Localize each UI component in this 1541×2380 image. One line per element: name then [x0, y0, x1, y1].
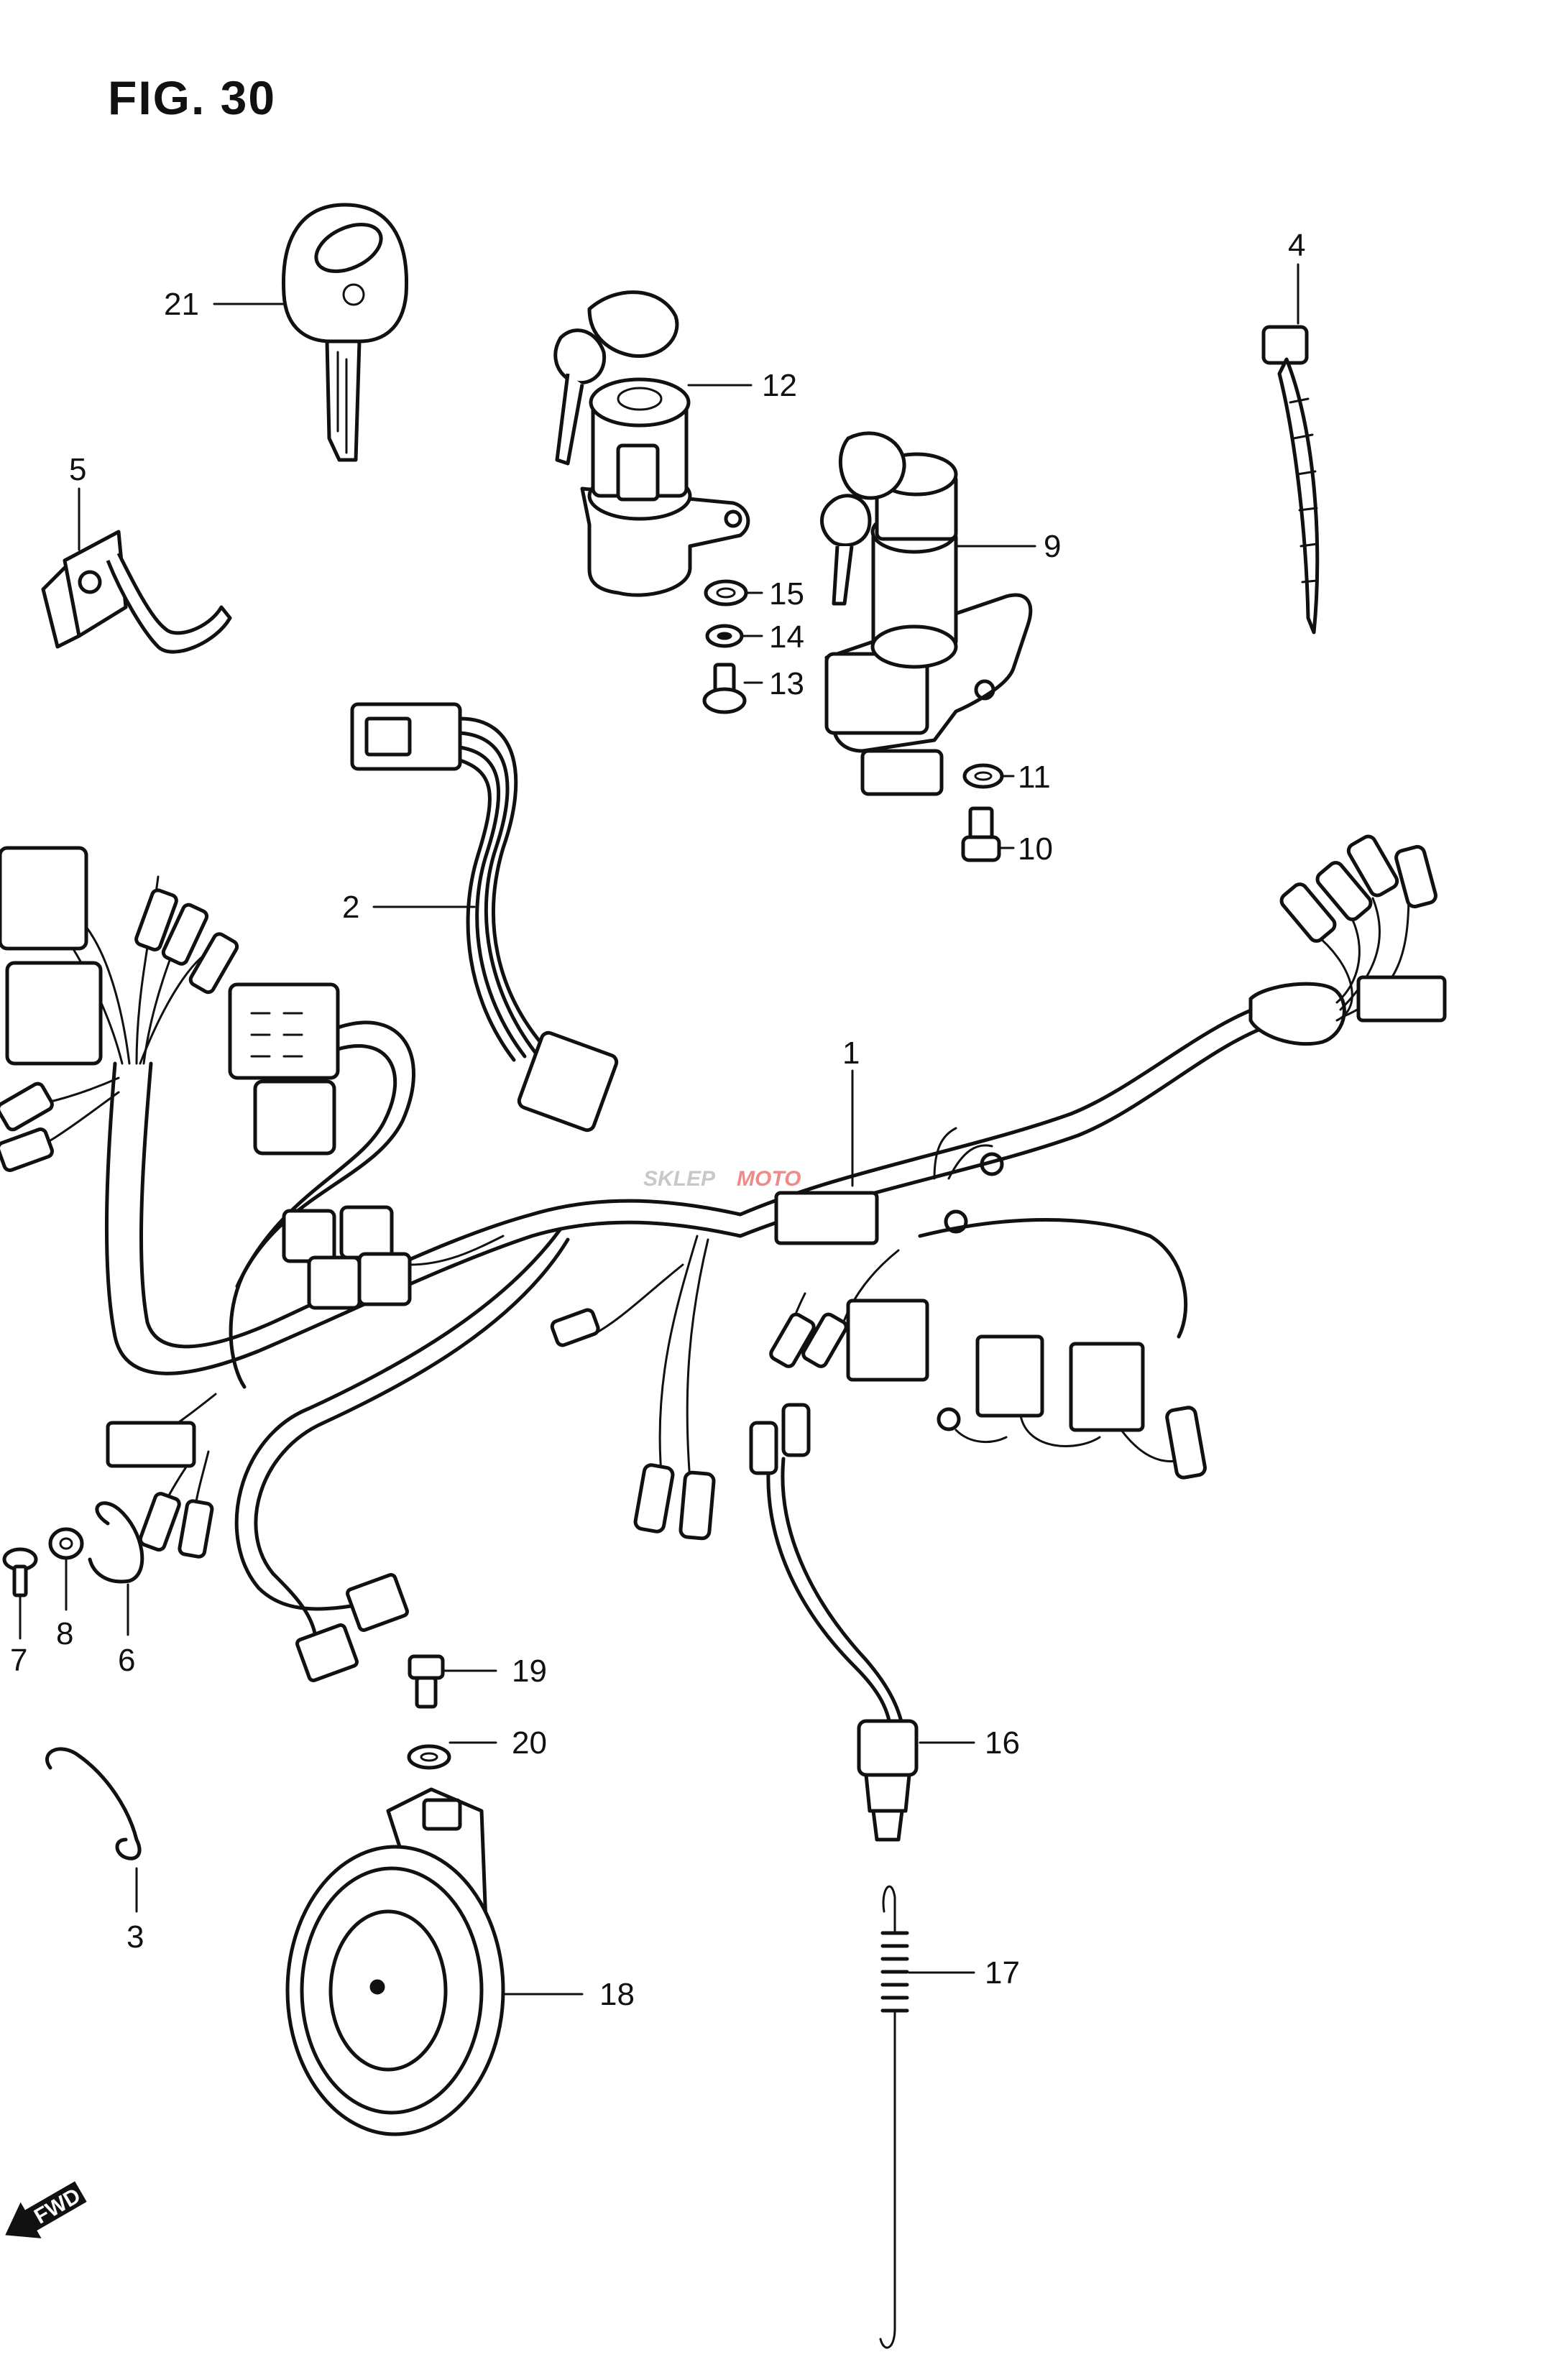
part-12-ignition-switch [553, 290, 750, 597]
callout-11: 11 [1018, 760, 1051, 795]
part-4-cable-tie [1261, 325, 1320, 635]
part-2-sub-harness [350, 702, 619, 1133]
part-15-washer [704, 579, 748, 606]
part-17-spring [879, 1885, 909, 2349]
watermark-brand-b: MOTO [737, 1167, 801, 1191]
callout-6: 6 [118, 1643, 135, 1678]
part-7-screw [2, 1547, 38, 1597]
callouts: 1 2 3 4 5 6 7 8 9 10 [10, 228, 1305, 2012]
callout-2: 2 [342, 890, 359, 925]
part-14-washer [705, 624, 744, 648]
part-20-washer [407, 1744, 451, 1770]
part-19-bolt [408, 1654, 445, 1709]
callout-8: 8 [56, 1616, 73, 1651]
watermark: SKLEP MOTO [643, 1167, 801, 1191]
watermark-brand-a: SKLEP [643, 1167, 716, 1191]
part-5-clamp [41, 530, 232, 654]
callout-9: 9 [1044, 529, 1061, 564]
part-18-horn [285, 1787, 505, 2136]
part-10-bolt [961, 806, 1001, 862]
part-21-key [281, 203, 409, 462]
figure-title: FIG. 30 [108, 71, 277, 124]
callout-5: 5 [69, 452, 86, 487]
callout-21: 21 [164, 287, 199, 322]
callout-4: 4 [1288, 228, 1305, 263]
fwd-label: FWD [30, 2184, 85, 2229]
part-1-wiring-harness [0, 834, 1447, 1682]
part-13-screw [702, 663, 747, 714]
part-3-clip [45, 1747, 142, 1860]
callout-7: 7 [10, 1643, 27, 1678]
callout-18: 18 [599, 1977, 635, 2012]
callout-1: 1 [842, 1036, 860, 1071]
callout-15: 15 [769, 576, 804, 612]
callout-19: 19 [512, 1653, 547, 1689]
callout-20: 20 [512, 1725, 547, 1761]
callout-14: 14 [769, 619, 804, 655]
callout-13: 13 [769, 666, 804, 701]
callout-3: 3 [126, 1919, 144, 1955]
part-11-washer [962, 763, 1004, 789]
fwd-direction-marker: FWD [5, 2181, 87, 2238]
part-8-washer [48, 1527, 84, 1560]
part-6-clip [88, 1501, 144, 1584]
part-9-ignition-switch [820, 431, 1033, 796]
part-16-switch [749, 1403, 919, 1842]
callout-17: 17 [985, 1955, 1020, 1991]
callout-10: 10 [1018, 831, 1053, 867]
callout-12: 12 [762, 368, 797, 403]
callout-16: 16 [985, 1725, 1020, 1761]
